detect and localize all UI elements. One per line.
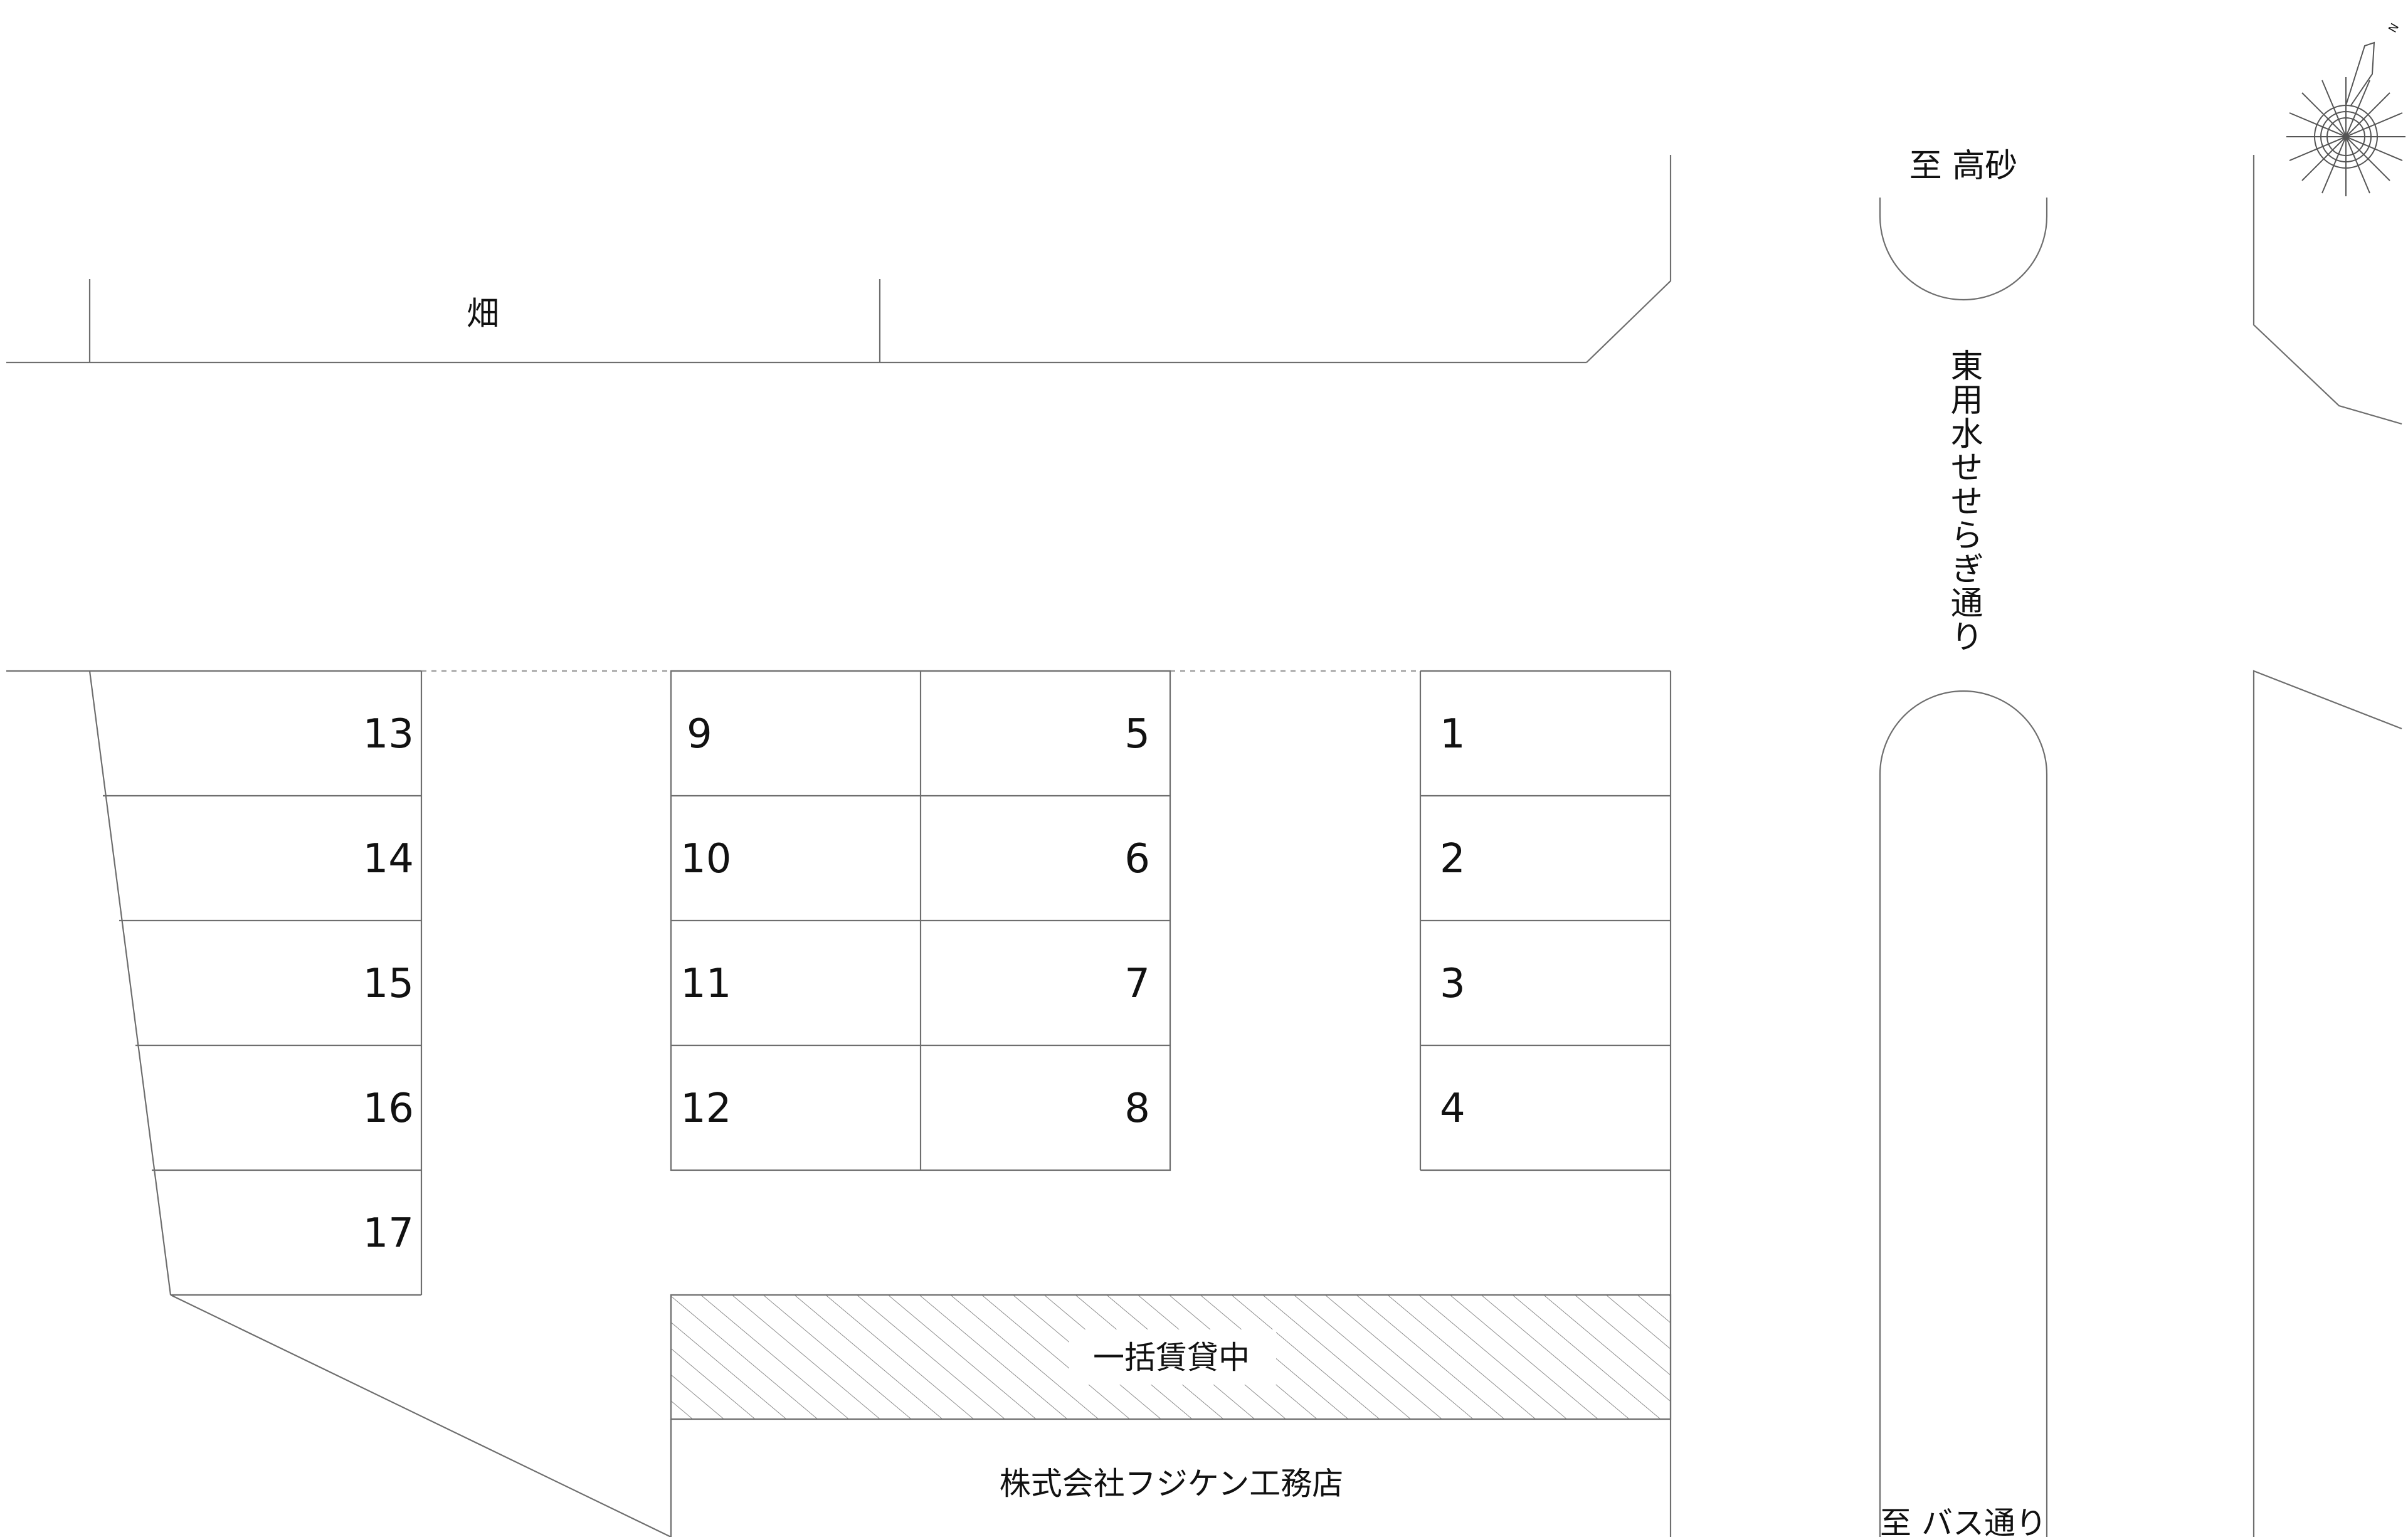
space-number: 8: [1124, 1085, 1150, 1132]
spaces-block-middle: [670, 670, 1171, 1171]
space-number: 11: [680, 961, 731, 1007]
space-number: 1: [1440, 711, 1465, 758]
leased-area-label: 一括賃貸中: [1093, 1339, 1250, 1376]
space-number: 10: [680, 836, 731, 882]
space-number: 12: [680, 1085, 731, 1132]
company-label: 株式会社フジケン工務店: [1000, 1466, 1344, 1502]
space-numbers: 1 2 3 4 5 6 7 8 9 10 11 12 13 14 15 16 1…: [363, 711, 1465, 1257]
space-number: 9: [687, 711, 712, 758]
spaces-column-right: [1419, 671, 1671, 1171]
field-label: 畑: [467, 295, 499, 333]
space-number: 2: [1440, 836, 1465, 882]
space-number: 5: [1124, 711, 1150, 758]
space-number: 3: [1440, 961, 1465, 1007]
road-median-bottom: [1879, 690, 2048, 1537]
spaces-column-left: [103, 671, 423, 1296]
space-number: 17: [363, 1210, 414, 1257]
compass-icon: [2286, 41, 2405, 196]
right-road-boundary: [2252, 155, 2402, 1537]
space-number: 14: [363, 836, 414, 882]
street-name-label: 東用水せせらぎ通り: [1945, 349, 1982, 653]
field-boundary: [6, 155, 1672, 364]
north-label: N: [2386, 21, 2402, 35]
direction-bus-street-label: 至 バス通り: [1880, 1505, 2047, 1537]
space-number: 13: [363, 711, 414, 758]
leased-area: [670, 1294, 1672, 1420]
direction-takasago-label: 至 高砂: [1909, 147, 2018, 185]
road-median-top: [1879, 198, 2048, 301]
space-number: 7: [1124, 961, 1150, 1007]
space-number: 16: [363, 1085, 414, 1132]
space-number: 15: [363, 961, 414, 1007]
space-number: 6: [1124, 836, 1150, 882]
space-number: 4: [1440, 1085, 1465, 1132]
